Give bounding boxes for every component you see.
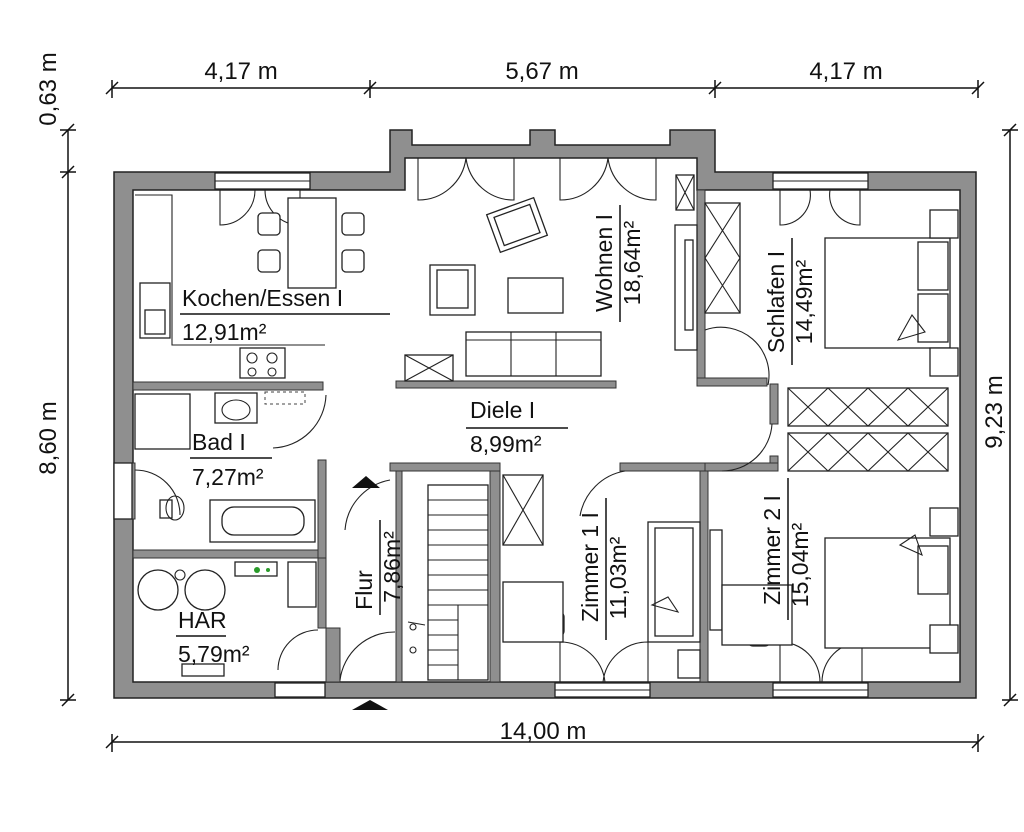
kitchen-furniture bbox=[135, 194, 365, 379]
room1-furniture bbox=[502, 474, 701, 679]
room-label-wohnen: Wohnen I 18,64m² bbox=[591, 205, 645, 322]
room-name-schlafen: Schlafen I bbox=[763, 251, 789, 353]
utility-furniture bbox=[137, 561, 317, 677]
room-name-flur: Flur bbox=[351, 570, 377, 610]
triangle-down-icon bbox=[352, 700, 388, 710]
dim-left-main: 8,60 m bbox=[35, 401, 62, 474]
room-name-wohnen: Wohnen I bbox=[591, 214, 617, 312]
room-area-diele: 8,99m² bbox=[470, 431, 542, 457]
room-area-zimmer1: 11,03m² bbox=[605, 536, 631, 619]
room2-furniture bbox=[709, 507, 959, 654]
room-label-har: HAR 5,79m² bbox=[176, 607, 250, 667]
room-label-zimmer2: Zimmer 2 I 15,04m² bbox=[759, 478, 813, 620]
room-area-bad: 7,27m² bbox=[192, 464, 264, 490]
room-label-bad: Bad I 7,27m² bbox=[190, 429, 272, 490]
dim-bottom-total: 14,00 m bbox=[500, 718, 587, 745]
room-label-schlafen: Schlafen I 14,49m² bbox=[763, 238, 817, 365]
staircase bbox=[395, 470, 489, 683]
living-furniture bbox=[404, 174, 698, 382]
dim-top-right: 4,17 m bbox=[809, 58, 882, 85]
room-label-zimmer1: Zimmer 1 I 11,03m² bbox=[577, 498, 631, 640]
room-area-zimmer2: 15,04m² bbox=[787, 522, 813, 607]
dim-left-small: 0,63 m bbox=[35, 52, 62, 125]
room-label-diele: Diele I 8,99m² bbox=[466, 397, 568, 457]
room-name-diele: Diele I bbox=[470, 397, 535, 423]
dimension-lines bbox=[60, 80, 1018, 752]
room-area-flur: 7,86m² bbox=[379, 531, 405, 603]
room-area-schlafen: 14,49m² bbox=[791, 259, 817, 344]
dim-right-total: 9,23 m bbox=[981, 375, 1008, 448]
room-label-kochen: Kochen/Essen I 12,91m² bbox=[180, 285, 390, 345]
room-name-kochen: Kochen/Essen I bbox=[182, 285, 343, 311]
triangle-up-icon bbox=[352, 476, 380, 488]
room-area-wohnen: 18,64m² bbox=[619, 220, 645, 305]
windows bbox=[113, 172, 869, 698]
room-name-har: HAR bbox=[178, 607, 227, 633]
bedroom-furniture bbox=[704, 202, 959, 472]
dim-top-left: 4,17 m bbox=[204, 58, 277, 85]
room-name-zimmer1: Zimmer 1 I bbox=[577, 512, 603, 622]
room-area-kochen: 12,91m² bbox=[182, 319, 267, 345]
room-name-bad: Bad I bbox=[192, 429, 246, 455]
bathroom-furniture bbox=[134, 391, 316, 543]
room-name-zimmer2: Zimmer 2 I bbox=[759, 495, 785, 605]
dim-top-middle: 5,67 m bbox=[505, 58, 578, 85]
room-area-har: 5,79m² bbox=[178, 641, 250, 667]
room-label-flur: Flur 7,86m² bbox=[351, 520, 405, 615]
